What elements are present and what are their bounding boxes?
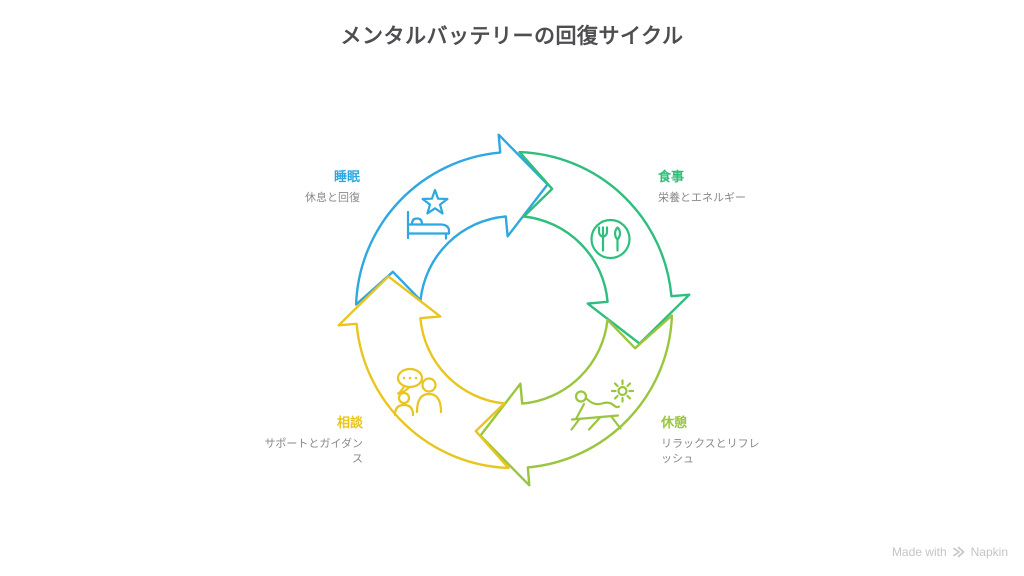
- watermark-prefix: Made with: [891, 545, 947, 559]
- fork-icon: [597, 226, 609, 252]
- chair-frame-icon: [570, 402, 622, 431]
- lounge-chair-sun-icon: [570, 379, 635, 431]
- bubble-dot-icon: [414, 376, 418, 380]
- sun-icon: [617, 385, 628, 397]
- bed-icon: [406, 210, 451, 240]
- page-title: メンタルバッテリーの回復サイクル: [340, 25, 684, 48]
- person-shoulders-icon: [393, 403, 415, 417]
- segment-label-sleep: 睡眠: [333, 169, 360, 184]
- segment-label-meal: 食事: [658, 169, 685, 184]
- segment-label-consult: 相談: [336, 415, 363, 430]
- segment-label-break: 休憩: [661, 415, 688, 430]
- segment-desc-sleep: 休息と回復: [305, 192, 360, 204]
- bed-star-icon: [406, 188, 451, 240]
- segment-desc-consult: サポートとガイダンス: [264, 438, 363, 465]
- person-body-icon: [585, 397, 621, 409]
- plate-circle-icon: [590, 218, 631, 260]
- bubble-tail-icon: [396, 385, 411, 395]
- segment-desc-break: リラックスとリフレッシュ: [661, 438, 760, 465]
- segment-label-block-consult: 相談 サポートとガイダンス: [259, 416, 363, 467]
- fork-knife-icon: [590, 218, 631, 260]
- cycle-arrow-meal: [518, 150, 691, 345]
- segment-label-block-break: 休憩 リラックスとリフレッシュ: [661, 416, 763, 467]
- cycle-arrow-sleep: [354, 133, 549, 306]
- people-chat-icon: [393, 367, 443, 417]
- knife-icon: [613, 226, 622, 252]
- speech-bubble-icon: [396, 367, 424, 389]
- segment-label-block-meal: 食事 栄養とエネルギー: [658, 170, 746, 206]
- segment-desc-meal: 栄養とエネルギー: [658, 192, 746, 204]
- napkin-logo-icon: [952, 546, 964, 558]
- person-head-icon: [421, 377, 437, 393]
- cycle-arrow-consult: [337, 275, 510, 470]
- bubble-dot-icon: [402, 376, 406, 380]
- person-head-icon: [397, 391, 411, 405]
- watermark-brand: Napkin: [970, 545, 1008, 559]
- bubble-dot-icon: [408, 376, 412, 380]
- sun-rays-icon: [610, 379, 635, 403]
- person-shoulders-icon: [415, 392, 443, 414]
- person-head-icon: [574, 390, 588, 403]
- segment-label-block-sleep: 睡眠 休息と回復: [305, 170, 360, 206]
- star-icon: [421, 188, 449, 215]
- made-with-napkin-watermark: Made with Napkin: [892, 545, 1008, 559]
- cycle-arrow-break: [479, 314, 674, 487]
